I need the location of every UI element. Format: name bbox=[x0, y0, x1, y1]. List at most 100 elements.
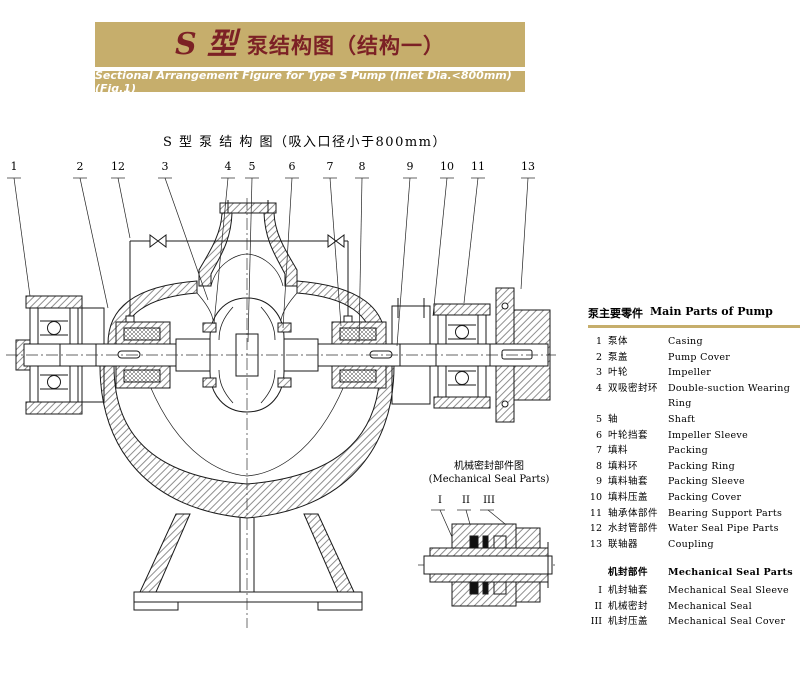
part-name-en: Water Seal Pipe Parts bbox=[668, 523, 779, 535]
seal-part-row: III 机封压盖 Mechanical Seal Cover bbox=[588, 614, 800, 630]
part-name-cn: 水封管部件 bbox=[608, 523, 659, 535]
part-row: 8 填料环 Packing Ring bbox=[588, 459, 800, 475]
part-name-cn: 填料 bbox=[608, 445, 629, 457]
seal-shaft bbox=[423, 555, 553, 575]
seal-part-number: I bbox=[598, 584, 602, 596]
callout-6: 6 bbox=[288, 160, 296, 173]
parts-rows: 1 泵体 Casing 2 泵盖 Pump Cover 3 叶轮 Impelle… bbox=[588, 334, 800, 552]
part-name-cn: 轴承体部件 bbox=[608, 507, 659, 519]
part-name-en: Shaft bbox=[668, 413, 696, 425]
callout-3: 3 bbox=[161, 160, 169, 173]
callout-4: 4 bbox=[224, 160, 232, 173]
part-name-cn: 填料压盖 bbox=[608, 491, 649, 503]
part-row: 6 叶轮挡套 Impeller Sleeve bbox=[588, 428, 800, 444]
page-title: 泵结构图（结构一） bbox=[247, 32, 446, 58]
seal-rows: I 机封轴套 Mechanical Seal Sleeve II 机械密封 Me… bbox=[588, 583, 800, 630]
drawing-caption: S 型 泵 结 构 图（吸入口径小于800mm） bbox=[162, 135, 448, 150]
detail-label-cn: 机械密封部件图 bbox=[454, 461, 524, 472]
part-number: 9 bbox=[595, 476, 602, 488]
seal-ring bbox=[469, 535, 479, 549]
key-slot bbox=[117, 350, 141, 359]
leader-lines bbox=[7, 177, 535, 347]
part-name-en: Impeller Sleeve bbox=[668, 429, 749, 441]
part-row: 13 联轴器 Coupling bbox=[588, 537, 800, 553]
part-number: 1 bbox=[595, 336, 602, 347]
key-slot bbox=[369, 350, 393, 359]
part-name-en: Coupling bbox=[668, 538, 714, 550]
part-name-cn: 填料轴套 bbox=[608, 476, 649, 488]
callout-7: 7 bbox=[326, 160, 334, 173]
part-name-cn: 轴 bbox=[608, 413, 619, 425]
part-number: 7 bbox=[595, 445, 602, 457]
seal-part-name-cn: 机封压盖 bbox=[608, 616, 649, 628]
seal-part-name-cn: 机械密封 bbox=[608, 600, 649, 612]
callout-11: 11 bbox=[471, 160, 485, 173]
valve-icon bbox=[149, 234, 159, 248]
wearing-rings bbox=[202, 322, 292, 388]
seal-part-number: II bbox=[594, 600, 602, 612]
part-number: 3 bbox=[595, 367, 602, 379]
part-name-en: Double-suction Wearing Ring bbox=[668, 382, 791, 410]
seal-part-name-en: Mechanical Seal bbox=[668, 600, 752, 612]
part-number: 8 bbox=[595, 460, 602, 472]
parts-table-title-en: Main Parts of Pump bbox=[650, 305, 773, 318]
part-name-en: Casing bbox=[668, 336, 703, 347]
callout-5: 5 bbox=[248, 160, 256, 173]
part-row: 4 双吸密封环 Double-suction Wearing Ring bbox=[588, 381, 800, 412]
part-row: 12 水封管部件 Water Seal Pipe Parts bbox=[588, 521, 800, 537]
stuffing-box-left bbox=[115, 321, 171, 389]
part-name-cn: 泵体 bbox=[608, 336, 629, 347]
part-number: 4 bbox=[595, 382, 602, 394]
part-row: 7 填料 Packing bbox=[588, 443, 800, 459]
part-number: 12 bbox=[589, 523, 602, 535]
part-number: 5 bbox=[595, 413, 602, 425]
seal-title-cn: 机封部件 bbox=[608, 567, 649, 579]
part-name-en: Impeller bbox=[668, 367, 712, 379]
part-number: 6 bbox=[595, 429, 602, 441]
callout-12: 12 bbox=[111, 160, 125, 173]
valve-icon bbox=[327, 234, 337, 248]
part-row: 2 泵盖 Pump Cover bbox=[588, 350, 800, 366]
part-name-en: Packing bbox=[668, 445, 709, 457]
stuffing-box-right bbox=[331, 321, 387, 389]
seal-sleeve bbox=[429, 547, 549, 557]
part-number: 10 bbox=[589, 491, 602, 503]
seal-part-number: III bbox=[590, 616, 602, 628]
part-name-cn: 联轴器 bbox=[608, 538, 639, 550]
title-prefix: S 型 bbox=[174, 26, 238, 62]
part-name-cn: 双吸密封环 bbox=[608, 382, 659, 394]
part-name-en: Pump Cover bbox=[668, 351, 731, 363]
detail-callout-2: II bbox=[462, 495, 470, 506]
seal-title-en: Mechanical Seal Parts bbox=[668, 567, 793, 579]
seal-gland bbox=[515, 527, 541, 551]
part-row: 3 叶轮 Impeller bbox=[588, 365, 800, 381]
part-number: 13 bbox=[589, 538, 602, 550]
callout-2: 2 bbox=[76, 160, 84, 173]
callout-8: 8 bbox=[358, 160, 366, 173]
parts-table: 泵主要零件 Main Parts of Pump 1 泵体 Casing 2 泵… bbox=[588, 305, 800, 630]
detail-callout-1: I bbox=[438, 495, 442, 506]
callout-1: 1 bbox=[10, 160, 18, 173]
part-row: 11 轴承体部件 Bearing Support Parts bbox=[588, 506, 800, 522]
callout-13: 13 bbox=[521, 160, 535, 173]
part-name-en: Packing Cover bbox=[668, 491, 742, 503]
callout-10: 10 bbox=[440, 160, 454, 173]
part-name-cn: 填料环 bbox=[608, 460, 639, 472]
detail-label-en: (Mechanical Seal Parts) bbox=[428, 474, 550, 485]
part-number: 11 bbox=[589, 507, 602, 519]
part-name-cn: 叶轮挡套 bbox=[608, 429, 649, 441]
base-pedestal bbox=[133, 513, 363, 611]
drawing-area bbox=[0, 158, 570, 640]
part-name-en: Bearing Support Parts bbox=[668, 507, 783, 519]
seal-part-name-cn: 机封轴套 bbox=[608, 584, 649, 596]
callout-9: 9 bbox=[406, 160, 414, 173]
parts-table-header: 泵主要零件 Main Parts of Pump bbox=[588, 305, 800, 328]
part-name-en: Packing Sleeve bbox=[668, 476, 745, 488]
part-name-cn: 泵盖 bbox=[608, 351, 629, 363]
mechanical-seal-detail bbox=[423, 509, 553, 607]
subtitle-banner: Sectional Arrangement Figure for Type S … bbox=[95, 69, 525, 95]
part-row: 10 填料压盖 Packing Cover bbox=[588, 490, 800, 506]
detail-label: 机械密封部件图 (Mechanical Seal Parts) bbox=[425, 460, 553, 486]
seal-part-name-en: Mechanical Seal Cover bbox=[668, 616, 786, 628]
